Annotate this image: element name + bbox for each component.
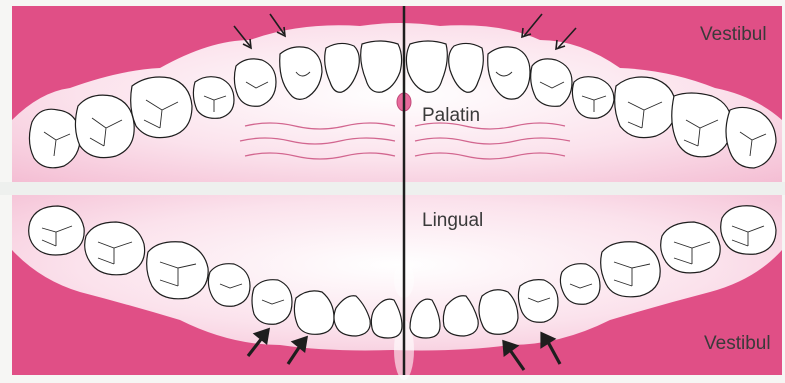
tooth-lower-molar-2-left (85, 222, 145, 275)
tooth-upper-molar-3-left (29, 109, 80, 168)
tooth-upper-premolar-1-left (234, 59, 276, 106)
tooth-lower-molar-1-left (147, 242, 209, 299)
tooth-lower-premolar-1-right (518, 280, 558, 323)
palatal-label: Palatin (422, 105, 480, 127)
tooth-upper-molar-1-right (615, 77, 676, 138)
lower-vestibular-label: Vestibul (704, 333, 771, 355)
tooth-lower-premolar-1-left (252, 280, 292, 325)
tooth-upper-molar-1-left (131, 77, 192, 138)
tooth-lower-molar-1-right (601, 242, 661, 297)
tooth-lower-premolar-2-right (560, 264, 600, 305)
tooth-lower-premolar-2-left (208, 264, 250, 307)
panel-divider (0, 182, 785, 195)
upper-vestibular-label: Vestibul (700, 24, 767, 46)
lingual-label: Lingual (422, 210, 483, 232)
tooth-lower-molar-3-left (29, 206, 85, 255)
tooth-lower-molar-3-right (721, 206, 776, 255)
tooth-upper-premolar-2-left (193, 77, 234, 119)
tooth-lower-canine-right (479, 290, 518, 335)
tooth-upper-molar-2-left (75, 95, 134, 158)
tooth-upper-premolar-1-right (531, 59, 572, 106)
tooth-upper-molar-2-right (672, 93, 732, 157)
